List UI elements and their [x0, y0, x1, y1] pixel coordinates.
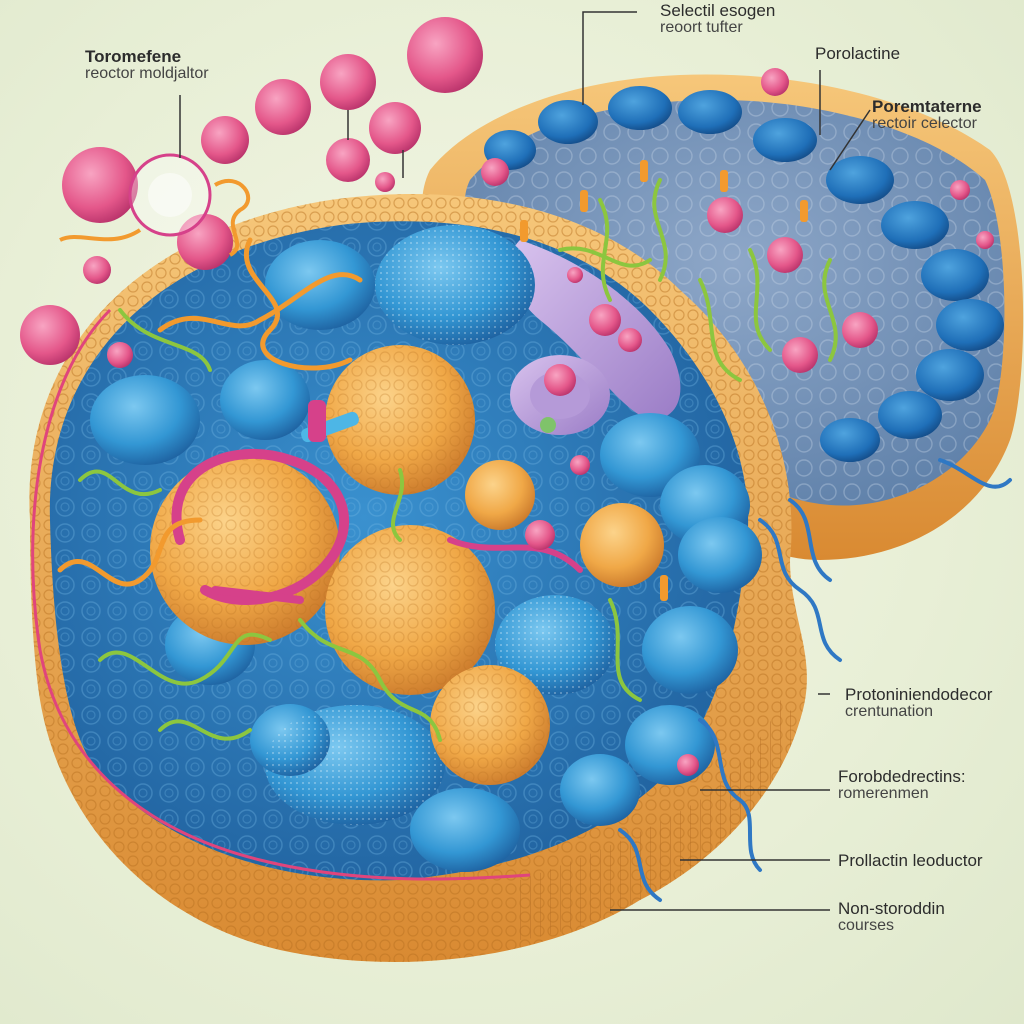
label-protoniniendodecor-line2: crentunation — [845, 702, 934, 720]
label-nonstoroddin-line1: Non-storoddin — [838, 899, 945, 918]
label-selectil-line2: reoort tufter — [660, 18, 743, 36]
label-prollactin-line1: Prollactin leoductor — [838, 852, 983, 870]
label-protoniniendodecor: Protoniniendodecor crentunation — [845, 686, 1024, 721]
label-forobdedrectins-line2: romerenmen — [838, 784, 929, 802]
pink-molecules — [20, 17, 994, 776]
label-nonstoroddin-line2: courses — [838, 916, 895, 934]
strands — [57, 178, 838, 742]
label-poremtaterne-line1: Poremtaterne — [872, 98, 982, 116]
label-nonstoroddin: Non-storoddin courses — [838, 900, 945, 935]
label-selectil: Selectil esogen reoort tufter — [660, 2, 775, 37]
label-porolactine-line1: Porolactine — [815, 44, 901, 63]
label-protoniniendodecor-line1: Protoniniendodecor — [845, 686, 993, 704]
label-prollactin: Prollactin leoductor — [838, 852, 1024, 870]
label-forobdedrectins: Forobdedrectins: romerenmen — [838, 768, 966, 803]
orange-organelles — [150, 345, 664, 785]
label-poremtaterne-line2: rectoir celector — [872, 114, 977, 132]
right-vesicles — [484, 86, 1004, 462]
pink-boundary-line — [31, 308, 531, 881]
receptor-glow — [59, 153, 251, 257]
label-porolactine: Porolactine — [815, 45, 900, 63]
blue-vesicles — [90, 225, 762, 872]
blue-strands — [618, 458, 1012, 902]
label-poremtaterne: Poremtaterne rectoir celector — [872, 98, 1022, 133]
label-toremefene: Toromefene reoctor moldjaltor — [85, 48, 209, 83]
label-toremefene-line2: reoctor moldjaltor — [85, 64, 209, 82]
leader-lines — [179, 11, 871, 911]
rods — [520, 160, 808, 601]
label-forobdedrectins-line1: Forobdedrectins: — [838, 767, 966, 786]
label-toremefene-line1: Toromefene — [85, 47, 182, 66]
label-selectil-line1: Selectil esogen — [660, 1, 776, 20]
receptor-ring — [171, 400, 359, 605]
